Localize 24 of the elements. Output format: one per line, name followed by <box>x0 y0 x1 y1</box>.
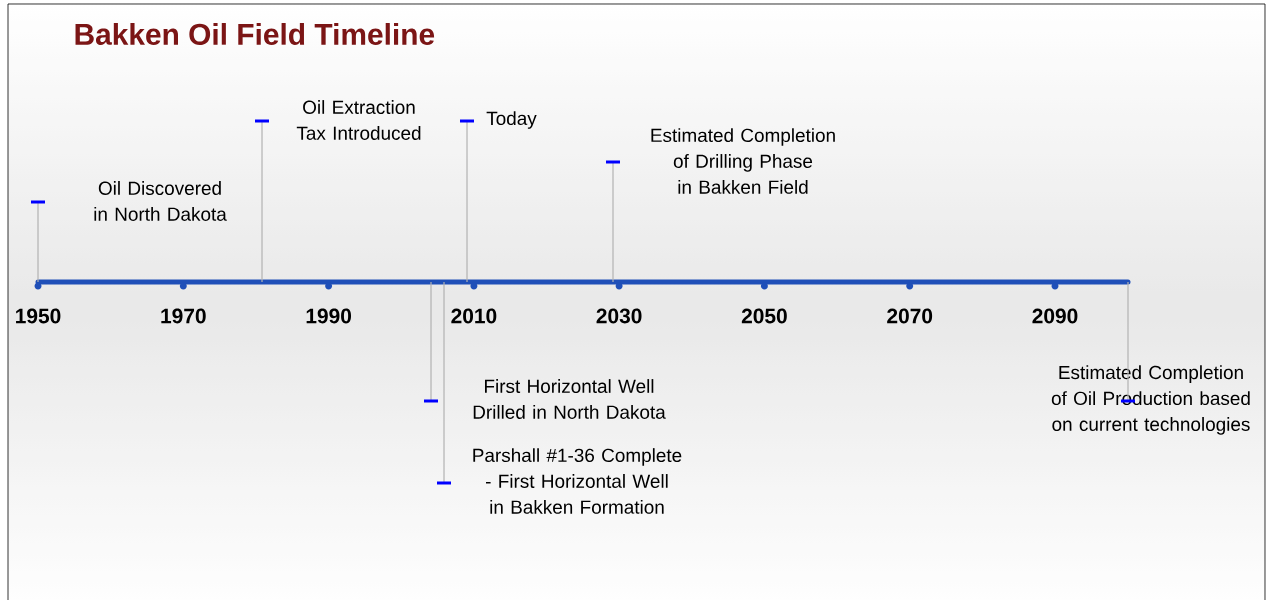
title: Bakken Oil Field Timeline <box>75 23 435 45</box>
leader-line <box>437 281 451 485</box>
event-label: Parshall #1-36 Complete - First Horizontal Well in Bakken Formation <box>473 448 682 514</box>
leader-line <box>31 200 45 283</box>
year-label: 1970 <box>161 308 206 324</box>
year-label: 2030 <box>596 308 642 324</box>
event-label: Oil Extraction Tax Introduced <box>296 100 421 140</box>
year-label: 2050 <box>741 308 787 324</box>
year-label: 2070 <box>887 308 933 324</box>
leader-line <box>606 160 620 283</box>
event-label: Oil Discovered in North Dakota <box>94 181 227 221</box>
leader-line <box>1121 281 1135 403</box>
year-label: 2090 <box>1032 308 1078 324</box>
event-label: Today <box>486 111 537 129</box>
year-label: 1950 <box>16 308 61 324</box>
event-label: Estimated Completion of Drilling Phase in Bakken Field <box>651 128 835 194</box>
timeline-axis <box>34 279 1131 290</box>
leader-line <box>255 119 269 283</box>
leader-line <box>424 281 438 403</box>
event-label: Estimated Completion of Oil Production based on current technologies <box>1051 365 1250 435</box>
event-label: First Horizontal Well Drilled in North Dakota <box>473 379 666 419</box>
year-label: 2010 <box>451 308 497 324</box>
leader-line <box>460 119 474 283</box>
year-label: 1990 <box>306 308 351 324</box>
